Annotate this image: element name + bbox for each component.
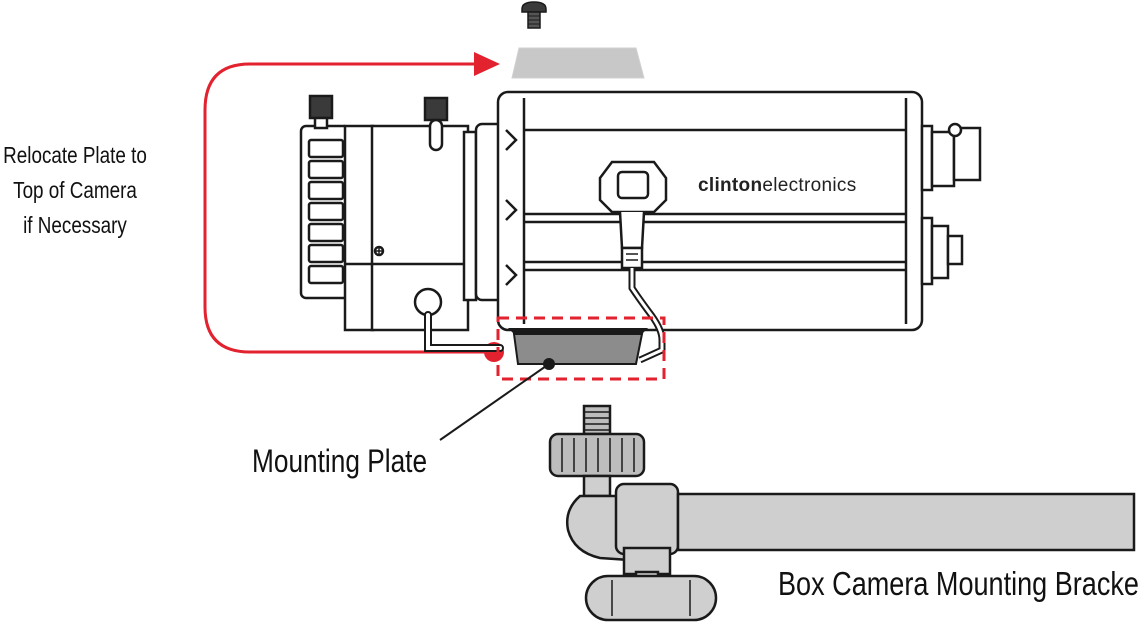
relocate-line-3: if Necessary — [23, 212, 127, 238]
camera-body — [474, 90, 982, 332]
bracket-label: Box Camera Mounting Bracket — [778, 565, 1138, 602]
plate-highlight-box — [496, 316, 666, 381]
brand-logo: clintonelectronics — [698, 175, 857, 197]
iris-connector — [598, 160, 668, 270]
logo-light-text: electronics — [762, 175, 857, 196]
relocated-plate — [511, 47, 645, 79]
mounting-plate — [508, 328, 648, 365]
mounting-bracket — [548, 404, 1136, 622]
lens — [299, 94, 478, 332]
plate-screw-icon — [521, 1, 547, 29]
mounting-plate-label: Mounting Plate — [252, 443, 428, 479]
mounting-plate-leader — [439, 358, 555, 441]
relocate-line-2: Top of Camera — [13, 177, 137, 203]
relocate-callout: Relocate Plate to Top of Camera if Neces… — [0, 138, 153, 243]
logo-bold-text: clinton — [698, 175, 763, 196]
relocate-line-1: Relocate Plate to — [3, 142, 147, 168]
